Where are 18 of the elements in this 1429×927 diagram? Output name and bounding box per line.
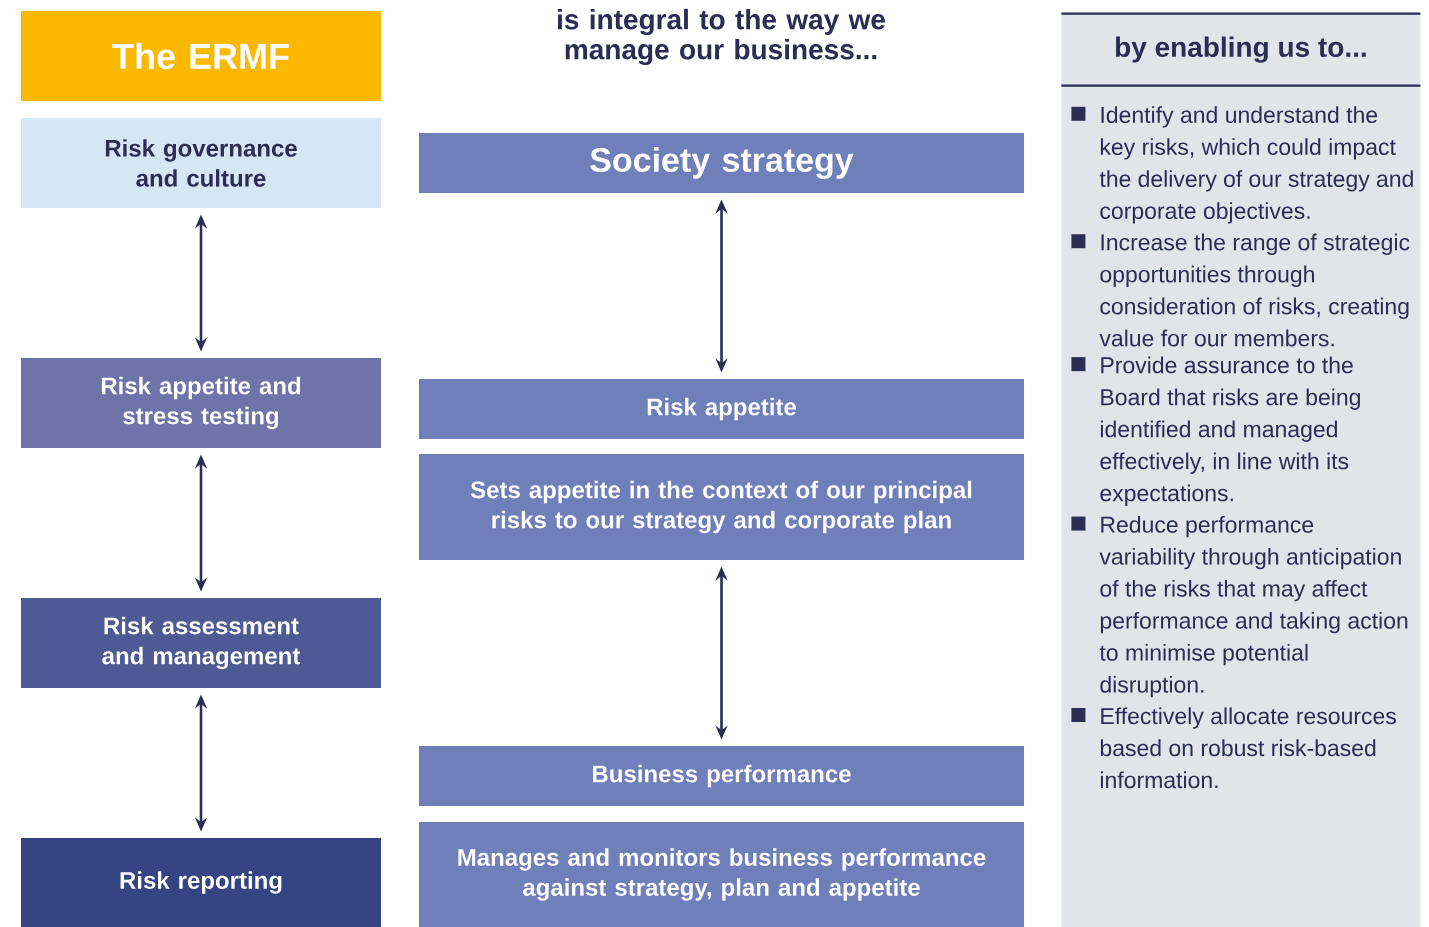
bullet-text: Effectively allocate resources based on robust risk-based information.	[1100, 707, 1396, 789]
bullet-text: Increase the range of strategic opportunities through consideration of risks, creating value for our members.	[1099, 233, 1410, 347]
panel-heading: by enabling us to...	[1116, 36, 1366, 63]
header-text: is integral to the way we manage our business...	[558, 8, 885, 66]
title-box: The ERMF	[21, 11, 381, 101]
process-box: Society strategy	[419, 133, 1024, 193]
bullet-text: Reduce performance variability through anticipation of the risks that may affect performance and taking action to minimise potential disruption.	[1099, 515, 1408, 698]
process-box: Business performance	[419, 746, 1024, 806]
process-box: Risk governance and culture	[21, 118, 381, 208]
side-panel	[1061, 12, 1421, 927]
process-box: Risk appetite	[419, 379, 1024, 439]
description-box: Manages and monitors business performance against strategy, plan and appetite	[419, 822, 1024, 927]
process-box: Risk assessment and management	[21, 598, 381, 688]
description-box: Sets appetite in the context of our principal risks to our strategy and corporate plan	[419, 454, 1024, 560]
process-box: Risk appetite and stress testing	[21, 358, 381, 448]
bullet-text: Identify and understand the key risks, which could impact the delivery of our strategy and corporate objectives.	[1099, 106, 1413, 224]
bullet-text: Provide assurance to the Board that risks are being identified and managed effectively, in line with its expectations.	[1100, 356, 1360, 506]
process-box: Risk reporting	[21, 838, 381, 927]
